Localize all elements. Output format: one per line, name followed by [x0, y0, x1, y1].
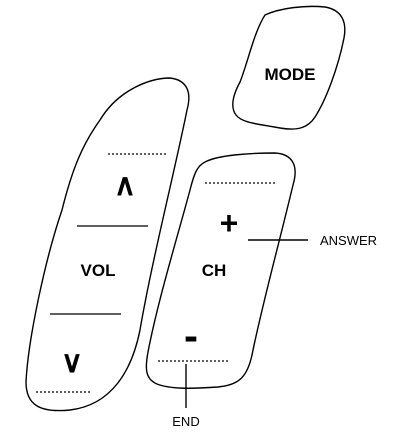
answer-callout-label: ANSWER — [320, 233, 377, 248]
mode-button[interactable] — [232, 5, 346, 130]
vol-up-button[interactable]: ∧ — [114, 169, 136, 202]
vol-label: VOL — [81, 261, 116, 280]
ch-plus-button[interactable]: + — [220, 205, 239, 241]
ch-minus-button[interactable]: - — [184, 312, 198, 359]
ch-label: CH — [202, 261, 227, 280]
vol-down-button[interactable]: ∨ — [61, 346, 83, 379]
ch-rocker[interactable] — [145, 152, 296, 389]
vol-rocker[interactable] — [25, 77, 190, 412]
mode-label: MODE — [265, 65, 316, 84]
end-callout-label: END — [172, 414, 199, 429]
